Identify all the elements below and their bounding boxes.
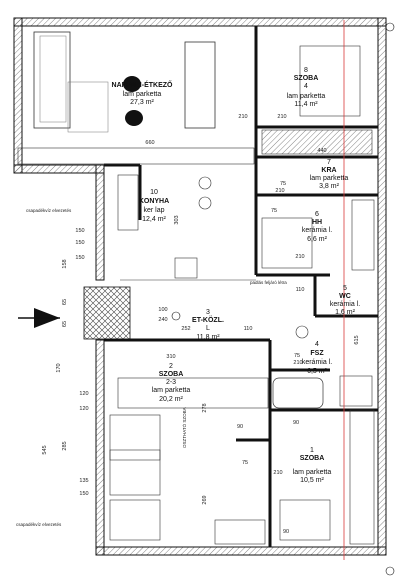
- dim-label: 158: [62, 259, 68, 268]
- room-label-4: 4 FSZ kerámia l. 6,5 m²: [302, 341, 332, 375]
- room-floor: lam parketta: [123, 91, 162, 98]
- room-number: 10: [150, 189, 158, 196]
- room-area: 27,3 m²: [130, 99, 154, 106]
- dim-label: 135: [79, 478, 88, 484]
- axis-markers: [171, 22, 395, 576]
- room-area: 6,5 m²: [307, 368, 328, 375]
- room-subnumber: 4: [304, 83, 308, 90]
- dim-label: 90: [237, 424, 243, 430]
- room-area: 3,8 m²: [319, 183, 340, 190]
- room-name: SZOBA: [294, 75, 319, 82]
- room-floor: lam parketta: [310, 175, 349, 182]
- dim-label: 210: [273, 470, 282, 476]
- room-floor: lam parketta: [293, 469, 332, 476]
- room-floor: ker lap: [143, 207, 164, 214]
- room-label-6: 6 HH kerámia l. 6,6 m²: [302, 211, 332, 243]
- room-number: 1: [310, 447, 314, 454]
- dim-label: 120: [79, 391, 88, 397]
- room-floor: kerámia l.: [302, 227, 332, 234]
- dim-label: 210: [277, 114, 286, 120]
- dim-label: 150: [75, 228, 84, 234]
- dim-label: 303: [174, 215, 180, 224]
- room-area: 20,2 m²: [159, 396, 183, 403]
- room-label-10: 10 KONYHA ker lap 12,4 m²: [139, 189, 169, 223]
- dim-label: 65: [62, 299, 68, 305]
- dim-label: 210: [275, 188, 284, 194]
- room-name: ET-KÖZL.: [192, 315, 224, 324]
- room-number: 3: [206, 309, 210, 316]
- dim-label: 100: [158, 307, 167, 313]
- room-floor: lam parketta: [287, 93, 326, 100]
- dim-label: 310: [166, 354, 175, 360]
- dim-label: 75: [271, 208, 277, 214]
- room-label-9: NAPPALI-ÉTKEZŐ lam parketta 27,3 m²: [112, 80, 173, 106]
- room-label-8: 8 SZOBA 4 lam parketta 11,4 m²: [287, 67, 326, 108]
- room-label-3: 3 ET-KÖZL. L 11,8 m²: [192, 309, 224, 341]
- dim-label: 210: [238, 114, 247, 120]
- dim-label: 240: [158, 317, 167, 323]
- dim-label: 150: [75, 240, 84, 246]
- room-number: 8: [304, 67, 308, 74]
- room-name: KONYHA: [139, 198, 169, 205]
- dim-label: 170: [56, 363, 62, 372]
- room-area: 12,4 m²: [142, 216, 166, 223]
- room-name: SZOBA: [300, 455, 325, 462]
- room-name: FSZ: [310, 350, 324, 357]
- room-area: 11,8 m²: [196, 334, 220, 341]
- rain-note-top: csapadékvíz elvezetés: [26, 208, 72, 213]
- dim-label: 660: [145, 140, 154, 146]
- room-label-1: 1 SZOBA lam parketta 10,5 m²: [293, 447, 332, 484]
- room-name: SZOBA: [159, 371, 184, 378]
- room-number: 6: [315, 211, 319, 218]
- dim-label: 110: [296, 287, 305, 293]
- dim-label: 210: [293, 360, 302, 366]
- dim-label: 75: [294, 353, 300, 359]
- room-label-7: 7 KRA lam parketta 3,8 m²: [310, 159, 349, 190]
- room-area: 10,5 m²: [300, 477, 324, 484]
- room-name: HH: [312, 219, 322, 226]
- room-label-5: 5 WC kerámia l. 1,6 m²: [330, 285, 360, 316]
- dim-label: 120: [79, 406, 88, 412]
- room-label-2: 2 SZOBA 2-3 lam parketta 20,2 m²: [152, 363, 191, 403]
- sliding-room-note: OSZTHATÓ SZOBA: [181, 407, 187, 448]
- dim-label: 615: [354, 335, 360, 344]
- dim-label: 269: [202, 495, 208, 504]
- room-area: 6,6 m²: [307, 236, 328, 243]
- room-number: 4: [315, 341, 319, 348]
- dim-label: 210: [295, 254, 304, 260]
- dim-label: 150: [75, 255, 84, 261]
- room-name: KRA: [321, 167, 336, 174]
- room-floor: kerámia l.: [330, 301, 360, 308]
- dim-label: 75: [280, 181, 286, 187]
- exterior-walls: [13, 17, 387, 556]
- dim-label: 90: [283, 529, 289, 535]
- room-number: 5: [343, 285, 347, 292]
- room-number: 7: [327, 159, 331, 166]
- interior-walls: [104, 26, 378, 547]
- rain-note-bottom: csapadékvíz elvezetés: [16, 522, 62, 527]
- room-area: 11,4 m²: [294, 101, 318, 108]
- room-subnumber: 2-3: [166, 379, 176, 386]
- dim-label: 545: [42, 445, 48, 454]
- dim-label: 252: [181, 326, 190, 332]
- dim-label: 75: [242, 460, 248, 466]
- dim-label: 65: [62, 321, 68, 327]
- room-floor: L: [206, 325, 210, 332]
- room-floor: kerámia l.: [302, 359, 332, 366]
- dim-label: 90: [293, 420, 299, 426]
- room-number: 2: [169, 363, 173, 370]
- dimension-labels: 660 440 210 210 75 210 75 210 150 150 15…: [42, 114, 360, 535]
- dim-label: 110: [244, 326, 253, 332]
- room-floor: lam parketta: [152, 387, 191, 394]
- furniture: [17, 31, 375, 545]
- dim-label: 278: [202, 403, 208, 412]
- dim-label: 150: [79, 491, 88, 497]
- room-name: WC: [339, 293, 351, 300]
- dim-label: 440: [317, 148, 326, 154]
- room-name: NAPPALI-ÉTKEZŐ: [112, 80, 173, 89]
- attic-ladder-note: padlás feljáró létra: [250, 280, 287, 285]
- room-area: 1,6 m²: [335, 309, 356, 316]
- dim-label: 285: [62, 441, 68, 450]
